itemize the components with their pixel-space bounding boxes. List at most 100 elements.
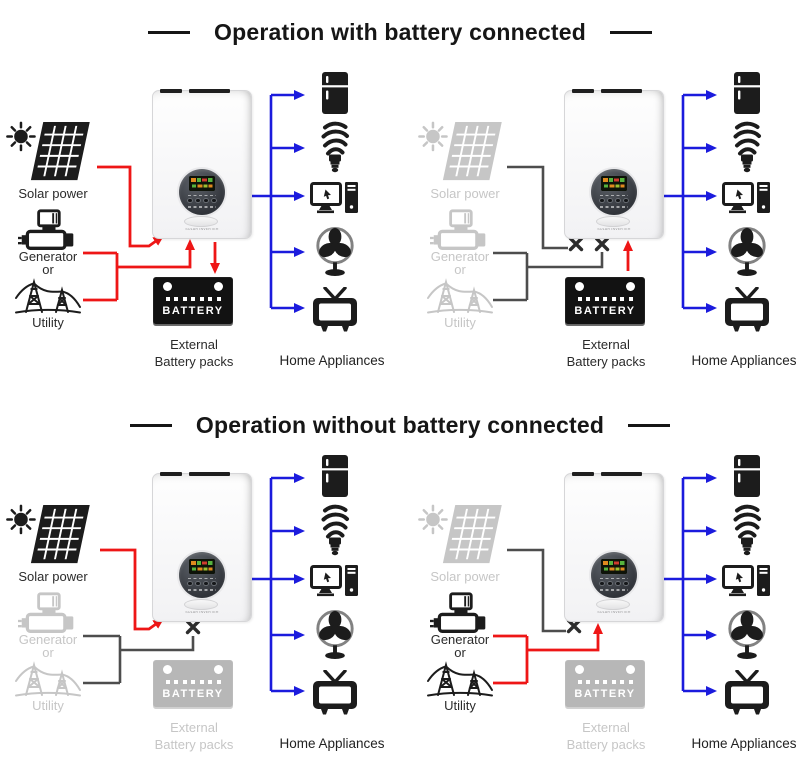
vent-strip [601,472,642,476]
or-label: or [454,645,466,660]
home-appliances-label: Home Appliances [691,353,797,368]
micro-label-row [188,206,216,208]
inverter-brand-label: SOLAR INVERTER [185,611,219,615]
battery-terminal [214,282,223,291]
lcd-screen-icon [601,559,627,574]
electric-fan-icon [312,609,358,660]
indicator-oval [596,599,630,610]
solar-label: Solar power [430,569,500,584]
battery-label: BATTERY [162,305,224,317]
external-battery-label-line1: External [582,720,630,735]
or-label: or [42,645,54,660]
battery-terminal [163,665,172,674]
section-title-without-battery: Operation without battery connected [0,407,800,443]
battery-icon: BATTERY [565,660,645,709]
battery-icon: BATTERY [565,277,645,326]
battery-label: BATTERY [574,688,636,700]
home-appliances-label: Home Appliances [279,353,385,368]
home-appliances-label: Home Appliances [691,736,797,751]
micro-label-row [600,206,628,208]
micro-label-row [188,577,216,580]
micro-label-row [600,589,628,591]
lcd-screen-icon [189,559,215,574]
inverter-buttons [179,198,225,203]
inverter-buttons [179,581,225,586]
battery-label: BATTERY [574,305,636,317]
refrigerator-icon [322,455,348,497]
television-icon [312,670,358,716]
battery-label: BATTERY [162,688,224,700]
cfl-bulb-icon [732,504,762,556]
micro-label-row [188,194,216,197]
utility-label: Utility [444,698,476,713]
external-battery-label-line1: External [170,720,218,735]
section-title-text: Operation without battery connected [195,411,605,438]
desktop-computer-icon [310,182,360,216]
television-icon [312,287,358,333]
micro-label-row [600,194,628,197]
panel-battery-discharging: Solar power Generator or Utility SOLAR I… [412,60,800,390]
refrigerator-icon [734,72,760,114]
battery-icon: BATTERY [153,277,233,326]
battery-terminal [575,665,584,674]
micro-label-row [600,577,628,580]
desktop-computer-icon [722,565,772,599]
utility-label: Utility [32,698,64,713]
lcd-screen-icon [189,176,215,191]
section-title-with-battery: Operation with battery connected [0,14,800,50]
vent-strip [160,472,182,476]
refrigerator-icon [734,455,760,497]
inverter-buttons [591,198,637,203]
utility-grid-icon [426,274,494,316]
title-dash-right [628,423,671,427]
inverter-unit: SOLAR INVERTER [152,472,252,622]
battery-dashes [153,297,233,301]
disconnect-x-icon [185,619,201,635]
electric-fan-icon [312,226,358,277]
inverter-unit: SOLAR INVERTER [152,89,252,239]
generator-label: Generator [430,632,490,647]
generator-icon [18,208,78,253]
battery-terminal [626,282,635,291]
battery-terminal [575,282,584,291]
desktop-computer-icon [722,182,772,216]
title-dash-right [609,30,652,34]
generator-label: Generator [18,249,78,264]
generator-label: Generator [430,249,490,264]
load-wires [250,90,305,313]
vent-strip [189,89,230,93]
indicator-oval [596,216,630,227]
external-battery-label-line2: Battery packs [154,354,234,369]
battery-dashes [153,680,233,684]
panel-solar-only-no-battery: Solar power Generator or Utility SOLAR I… [0,443,390,773]
battery-dashes [565,680,645,684]
battery-terminal [214,665,223,674]
battery-terminal [163,282,172,291]
battery-terminal [626,665,635,674]
inverter-display-panel [591,169,637,215]
title-dash-left [148,30,191,34]
generator-icon [430,208,490,253]
section-title-text: Operation with battery connected [214,18,586,45]
panel-all-sources-charging-battery: Solar power Generator or Utility SOLAR I… [0,60,390,390]
or-label: or [454,262,466,277]
vent-strip [189,472,230,476]
disconnected-wires [507,548,566,633]
inverter-display-panel [591,552,637,598]
vent-strip [572,89,594,93]
solar-panel-icon [6,120,96,182]
generator-icon [430,591,490,636]
panel-generator-utility-no-battery: Solar power Generator or Utility SOLAR I… [412,443,800,773]
disconnect-x-icon [566,618,582,634]
utility-grid-icon [14,274,82,316]
micro-label-row [188,589,216,591]
inverter-brand-label: SOLAR INVERTER [597,228,631,232]
utility-grid-icon [14,657,82,699]
solar-label: Solar power [18,569,88,584]
inverter-unit: SOLAR INVERTER [564,472,664,622]
inverter-brand-label: SOLAR INVERTER [597,611,631,615]
external-battery-label-line1: External [582,337,630,352]
desktop-computer-icon [310,565,360,599]
source-wires [100,548,165,631]
